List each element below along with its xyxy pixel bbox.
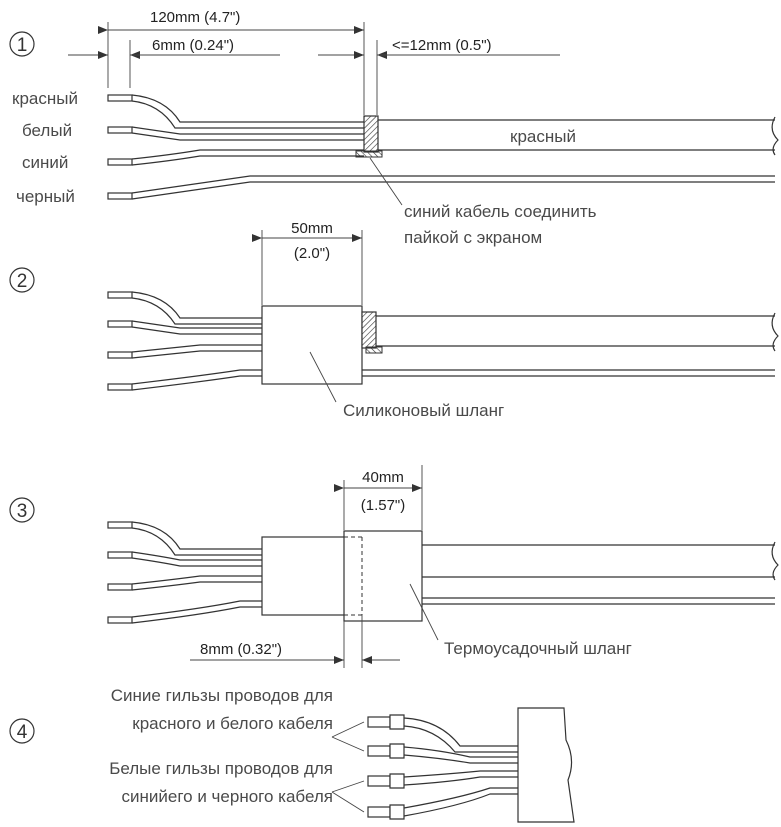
blue-ferrule-label-line2: красного и белого кабеля — [132, 714, 333, 733]
ferrule-2 — [367, 743, 405, 759]
connector-housing — [517, 707, 575, 823]
step-3-circle — [9, 497, 35, 523]
step-2-circle — [9, 267, 35, 293]
heatshrink-dim-line2: (1.57") — [361, 497, 406, 514]
step-1-number: 1 — [17, 35, 28, 56]
step-3: 3 40mm (1.57") — [9, 465, 779, 668]
dim-strip-label: 6mm (0.24") — [152, 37, 234, 54]
silicone-hose — [261, 305, 363, 385]
white-ferrule-label-line1: Белые гильзы проводов для — [109, 759, 333, 778]
heatshrink-dim-line1: 40mm — [362, 469, 404, 486]
step-3-number: 3 — [17, 501, 28, 522]
cable-label: красный — [510, 127, 576, 146]
wire-label-blue: синий — [22, 153, 68, 172]
heatshrink-hose — [343, 530, 423, 622]
ferrule-1 — [367, 714, 405, 730]
step-2-number: 2 — [17, 271, 28, 292]
step-4: 4 Синие гильзы проводов для красного и б… — [9, 686, 575, 823]
dim-shield-label: <=12mm (0.5") — [392, 37, 492, 54]
ferrule-4 — [367, 804, 405, 820]
overlap-dim-label: 8mm (0.32") — [200, 641, 282, 658]
solder-note-line1: синий кабель соединить — [404, 202, 597, 221]
blue-ferrule-label-line1: Синие гильзы проводов для — [111, 686, 333, 705]
wire-label-black: черный — [16, 187, 75, 206]
step-4-number: 4 — [17, 722, 28, 743]
step-2: 2 50mm (2.0") Силиконовый шланг — [9, 220, 779, 420]
silicone-hose-label: Силиконовый шланг — [343, 401, 504, 420]
step-4-circle — [9, 718, 35, 744]
step-1: 1 120mm (4.7") 6mm (0.24") <=12mm (0.5")… — [9, 9, 779, 247]
heatshrink-label: Термоусадочный шланг — [444, 639, 632, 658]
hose-dim-line1: 50mm — [291, 220, 333, 237]
dim-total-label: 120mm (4.7") — [150, 9, 240, 26]
step-1-circle — [9, 31, 35, 57]
white-ferrule-label-line2: синийего и черного кабеля — [122, 787, 334, 806]
hose-dim-line2: (2.0") — [294, 245, 330, 262]
ferrule-3 — [367, 773, 405, 789]
wire-label-white: белый — [22, 121, 72, 140]
solder-note-line2: пайкой с экраном — [404, 228, 542, 247]
wire-label-red: красный — [12, 89, 78, 108]
